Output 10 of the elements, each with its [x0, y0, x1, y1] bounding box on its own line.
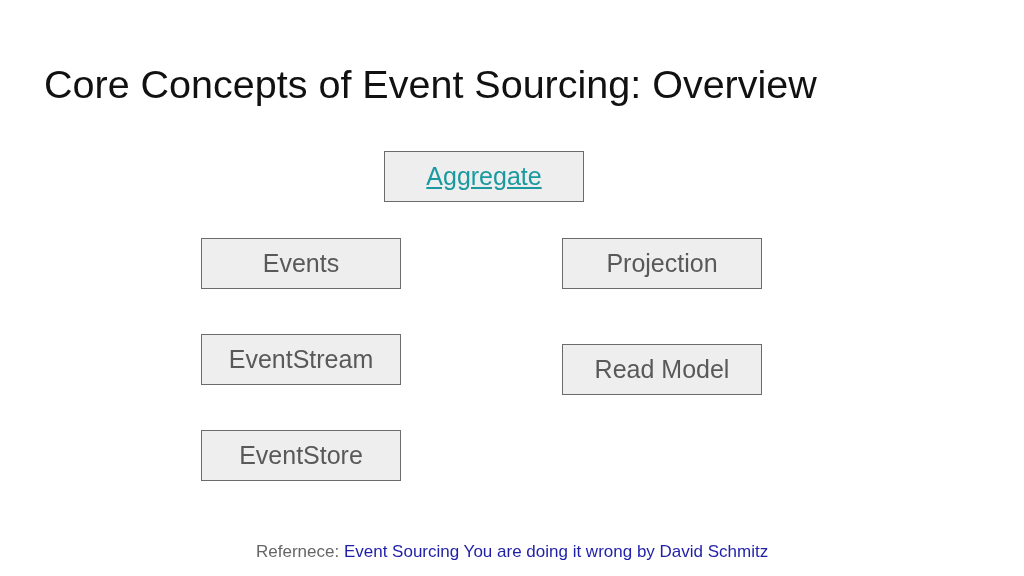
- concept-box: EventStream: [201, 334, 401, 385]
- slide-title: Core Concepts of Event Sourcing: Overview: [44, 61, 817, 107]
- concept-box: Projection: [562, 238, 762, 289]
- reference-link: Event Sourcing You are doing it wrong by David Schmitz: [343, 542, 769, 561]
- concept-link: Aggregate: [426, 162, 542, 191]
- reference-label: Refernece:: [256, 542, 340, 561]
- concept-box: EventStore: [201, 430, 401, 481]
- concept-box: Events: [201, 238, 401, 289]
- concept-box: [384, 151, 584, 202]
- concept-box: Read Model: [562, 344, 762, 395]
